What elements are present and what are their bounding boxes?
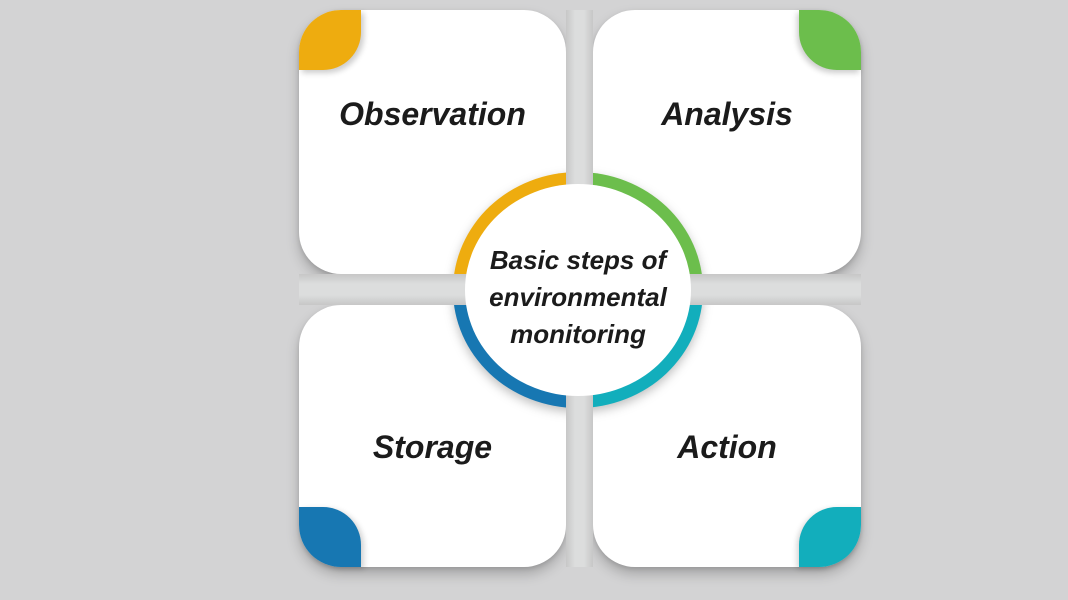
step-label-analysis: Analysis	[661, 96, 793, 132]
corner-accent-blue-icon	[299, 507, 361, 567]
corner-accent-yellow-icon	[299, 10, 361, 70]
step-label-storage: Storage	[372, 429, 493, 465]
corner-accent-teal-icon	[799, 507, 861, 567]
step-label-observation: Observation	[339, 96, 526, 132]
center-title-line-2: environmental	[489, 281, 667, 312]
center-title-line-3: monitoring	[510, 318, 646, 349]
card-observation: Observation	[299, 10, 566, 274]
corner-accent-green-icon	[799, 10, 861, 70]
step-label-action: Action	[677, 429, 777, 465]
center-circle: Basic steps of environmental monitoring	[465, 184, 691, 396]
center-title-line-1: Basic steps of	[489, 244, 667, 275]
